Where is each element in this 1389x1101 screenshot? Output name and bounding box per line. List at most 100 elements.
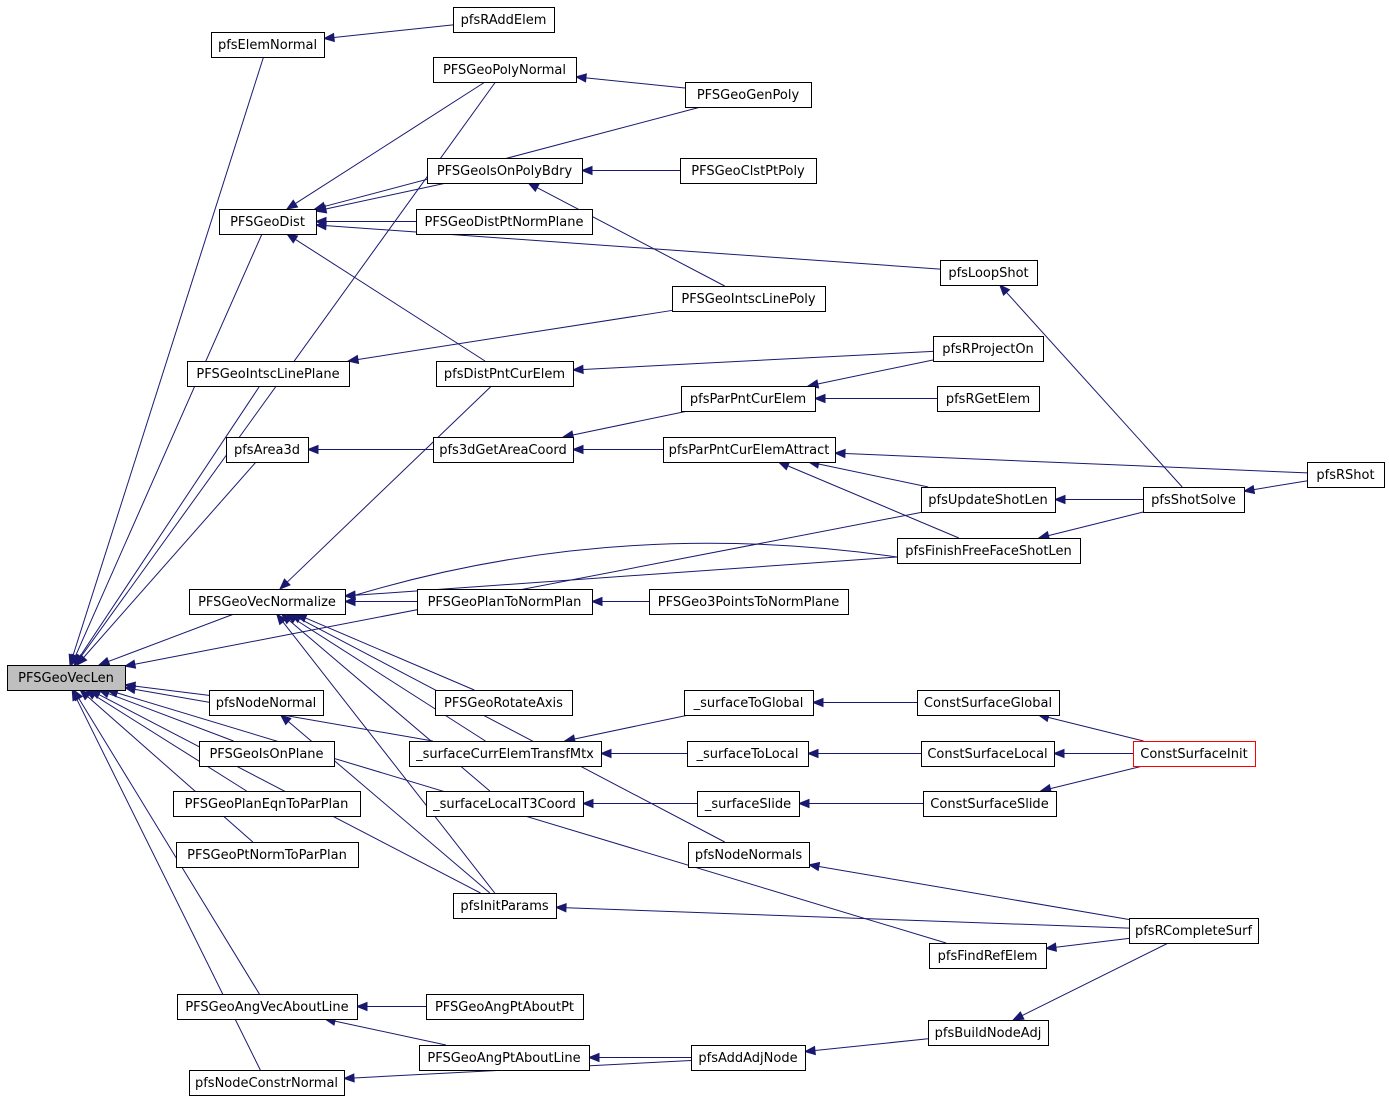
edge-pfs-r-complete-surf-to-pfs-build-node-adj xyxy=(1011,942,1169,1021)
edge-pfs-geo-dist-pt-norm-plane-to-pfs-geo-dist xyxy=(314,216,416,227)
node-label: PFSGeoIsOnPlane xyxy=(209,747,323,762)
node-pfs-geo-ang-pt-about-line[interactable]: PFSGeoAngPtAboutLine xyxy=(419,1045,590,1071)
node-pfs-r-shot[interactable]: pfsRShot xyxy=(1307,462,1385,488)
node-pfs-dist-pnt-cur-elem[interactable]: pfsDistPntCurElem xyxy=(436,361,574,387)
edge-const-surface-init-to-const-surface-local xyxy=(1052,748,1134,759)
node-pfs-geo-rotate-axis[interactable]: PFSGeoRotateAxis xyxy=(435,690,573,716)
node-label: pfsRCompleteSurf xyxy=(1135,924,1252,939)
node-box xyxy=(687,741,809,767)
node-pfs-r-complete-surf[interactable]: pfsRCompleteSurf xyxy=(1129,918,1259,944)
node-pfs-geo-clst-pt-poly[interactable]: PFSGeoClstPtPoly xyxy=(680,158,817,184)
edge-pfs-r-shot-to-pfs-par-pnt-cur-elem-attract xyxy=(833,448,1308,474)
node-pfs-build-node-adj[interactable]: pfsBuildNodeAdj xyxy=(928,1020,1049,1046)
edge-pfs3d-get-area-coord-to-pfs-area3d xyxy=(306,444,433,455)
node-label: PFSGeoPlanToNormPlan xyxy=(428,595,582,610)
node-pfs-node-normals[interactable]: pfsNodeNormals xyxy=(688,842,810,868)
node-pfs-geo-is-on-plane[interactable]: PFSGeoIsOnPlane xyxy=(199,741,335,767)
node-surface-to-local[interactable]: _surfaceToLocal xyxy=(687,741,809,767)
node-box xyxy=(177,994,358,1020)
edge-pfs-shot-solve-to-pfs-finish-free-face-shot-len xyxy=(1037,511,1144,541)
node-box xyxy=(435,690,573,716)
node-pfs-update-shot-len[interactable]: pfsUpdateShotLen xyxy=(921,487,1056,513)
node-label: ConstSurfaceSlide xyxy=(930,797,1048,812)
edge-pfs-geo-poly-normal-to-pfs-geo-dist xyxy=(285,81,486,210)
node-pfs-geo-ang-pt-about-pt[interactable]: PFSGeoAngPtAboutPt xyxy=(426,994,584,1020)
node-box xyxy=(921,487,1056,513)
node-pfs-geo3-points-to-norm-plane[interactable]: PFSGeo3PointsToNormPlane xyxy=(649,589,849,615)
node-label: pfsArea3d xyxy=(234,443,300,458)
edge-pfs-geo-ang-pt-about-pt-to-pfs-geo-ang-vec-about-line xyxy=(355,1001,427,1012)
edge-pfs-finish-free-face-shot-len-to-pfs-geo-vec-normalize xyxy=(343,542,898,600)
node-pfs-find-ref-elem[interactable]: pfsFindRefElem xyxy=(929,943,1047,969)
node-pfs-geo-gen-poly[interactable]: PFSGeoGenPoly xyxy=(685,82,812,108)
node-label: pfsShotSolve xyxy=(1151,493,1236,508)
edge-pfs-dist-pnt-cur-elem-to-pfs-geo-dist xyxy=(285,233,486,362)
edge-surface-to-global-to-surface-curr-elem-transf-mtx xyxy=(563,714,689,744)
node-pfs-node-normal[interactable]: pfsNodeNormal xyxy=(209,690,324,716)
edge-pfs-shot-solve-to-pfs-update-shot-len xyxy=(1053,494,1143,505)
node-surface-slide[interactable]: _surfaceSlide xyxy=(697,791,800,817)
node-pfs-r-get-elem[interactable]: pfsRGetElem xyxy=(937,386,1040,412)
node-box xyxy=(176,842,359,868)
node-box xyxy=(897,538,1081,564)
edge-pfs-area3d-to-pfs-geo-vec-len xyxy=(76,461,257,667)
node-const-surface-init[interactable]: ConstSurfaceInit xyxy=(1133,741,1256,767)
node-label: PFSGeoVecLen xyxy=(18,671,114,686)
node-label: pfsBuildNodeAdj xyxy=(935,1026,1042,1041)
node-pfs-r-project-on[interactable]: pfsRProjectOn xyxy=(933,336,1044,362)
node-pfs-init-params[interactable]: pfsInitParams xyxy=(453,893,557,919)
edge-pfs-geo-pt-norm-to-par-plan-to-pfs-geo-vec-len xyxy=(79,689,254,843)
node-pfs-r-add-elem[interactable]: pfsRAddElem xyxy=(453,7,555,33)
node-pfs-geo-plan-eqn-to-par-plan[interactable]: PFSGeoPlanEqnToParPlan xyxy=(173,791,361,817)
node-label: PFSGeoAngPtAboutPt xyxy=(435,1000,574,1015)
node-pfs3d-get-area-coord[interactable]: pfs3dGetAreaCoord xyxy=(433,437,574,463)
node-label: pfs3dGetAreaCoord xyxy=(439,443,567,458)
node-pfs-geo-intsc-line-poly[interactable]: PFSGeoIntscLinePoly xyxy=(672,286,826,312)
node-surface-local-t3-coord[interactable]: _surfaceLocalT3Coord xyxy=(426,791,584,817)
node-label: pfsParPntCurElem xyxy=(690,392,806,407)
node-pfs-geo-intsc-line-plane[interactable]: PFSGeoIntscLinePlane xyxy=(187,361,350,387)
node-pfs-loop-shot[interactable]: pfsLoopShot xyxy=(940,260,1038,286)
node-pfs-node-constr-normal[interactable]: pfsNodeConstrNormal xyxy=(189,1070,345,1096)
node-const-surface-global[interactable]: ConstSurfaceGlobal xyxy=(917,690,1060,716)
node-pfs-geo-plan-to-norm-plan[interactable]: PFSGeoPlanToNormPlan xyxy=(417,589,593,615)
node-pfs-add-adj-node[interactable]: pfsAddAdjNode xyxy=(691,1045,806,1071)
edge-const-surface-init-to-const-surface-global xyxy=(1037,712,1144,742)
edge-pfs-build-node-adj-to-pfs-add-adj-node xyxy=(803,1038,929,1056)
node-pfs-geo-pt-norm-to-par-plan[interactable]: PFSGeoPtNormToParPlan xyxy=(176,842,359,868)
node-box xyxy=(417,589,593,615)
node-label: PFSGeoDistPtNormPlane xyxy=(425,215,584,230)
node-pfs-area3d[interactable]: pfsArea3d xyxy=(226,437,309,463)
node-box xyxy=(436,361,574,387)
node-box xyxy=(419,1045,590,1071)
node-surface-curr-elem-transf-mtx[interactable]: _surfaceCurrElemTransfMtx xyxy=(409,741,602,767)
node-label: PFSGeoGenPoly xyxy=(697,88,800,103)
node-pfs-geo-dist-pt-norm-plane[interactable]: PFSGeoDistPtNormPlane xyxy=(416,209,593,235)
node-pfs-finish-free-face-shot-len[interactable]: pfsFinishFreeFaceShotLen xyxy=(897,538,1081,564)
node-pfs-geo-ang-vec-about-line[interactable]: PFSGeoAngVecAboutLine xyxy=(177,994,358,1020)
node-pfs-elem-normal[interactable]: pfsElemNormal xyxy=(211,32,325,58)
node-box xyxy=(453,7,555,33)
node-pfs-shot-solve[interactable]: pfsShotSolve xyxy=(1143,487,1245,513)
edge-const-surface-local-to-surface-to-local xyxy=(806,748,922,759)
edge-pfs-add-adj-node-to-pfs-geo-ang-pt-about-line xyxy=(587,1052,691,1063)
node-pfs-geo-is-on-poly-bdry[interactable]: PFSGeoIsOnPolyBdry xyxy=(427,158,583,184)
node-pfs-geo-vec-len[interactable]: PFSGeoVecLen xyxy=(7,665,126,691)
node-const-surface-local[interactable]: ConstSurfaceLocal xyxy=(921,741,1055,767)
edge-pfs-node-normal-to-pfs-geo-vec-len xyxy=(123,681,210,696)
node-surface-to-global[interactable]: _surfaceToGlobal xyxy=(684,690,814,716)
node-pfs-geo-vec-normalize[interactable]: PFSGeoVecNormalize xyxy=(189,589,346,615)
node-pfs-geo-poly-normal[interactable]: PFSGeoPolyNormal xyxy=(433,57,577,83)
node-box xyxy=(685,82,812,108)
node-box xyxy=(672,286,826,312)
node-const-surface-slide[interactable]: ConstSurfaceSlide xyxy=(923,791,1057,817)
node-pfs-par-pnt-cur-elem[interactable]: pfsParPntCurElem xyxy=(681,386,816,412)
node-pfs-par-pnt-cur-elem-attract[interactable]: pfsParPntCurElemAttract xyxy=(663,437,836,463)
edge-pfs-par-pnt-cur-elem-to-pfs3d-get-area-coord xyxy=(561,410,689,440)
edge-pfs-init-params-to-pfs-geo-vec-normalize xyxy=(275,612,496,894)
edge-surface-to-local-to-surface-curr-elem-transf-mtx xyxy=(599,748,688,759)
node-label: PFSGeoPtNormToParPlan xyxy=(187,848,347,863)
edge-pfs-geo-ang-pt-about-line-to-pfs-geo-ang-vec-about-line xyxy=(323,1016,447,1046)
node-pfs-geo-dist[interactable]: PFSGeoDist xyxy=(219,209,317,235)
edge-pfs-r-complete-surf-to-pfs-find-ref-elem xyxy=(1044,937,1130,952)
